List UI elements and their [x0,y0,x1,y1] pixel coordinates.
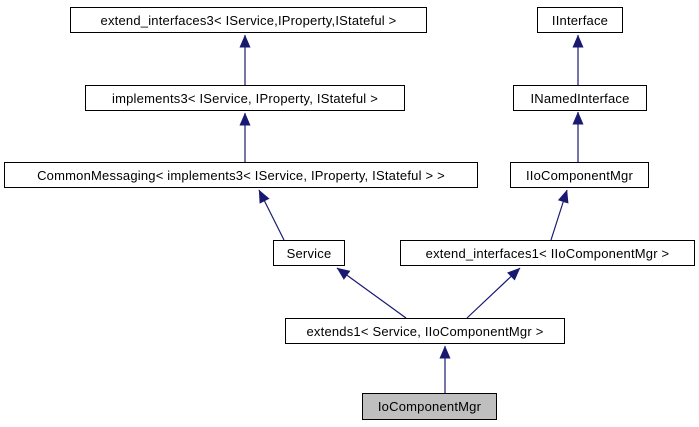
node-iiocomponentmgr[interactable]: IIoComponentMgr [510,162,649,188]
node-inamedinterface[interactable]: INamedInterface [513,85,647,111]
edge-service-to-commonmessaging [258,189,285,241]
node-implements3[interactable]: implements3< IService, IProperty, IState… [85,85,405,111]
node-commonmessaging[interactable]: CommonMessaging< implements3< IService, … [4,162,478,188]
node-service[interactable]: Service [273,240,345,266]
node-iocomponentmgr-current[interactable]: IoComponentMgr [362,393,497,420]
edge-extends1-to-extend_interfaces1 [466,267,521,319]
node-extend_interfaces3[interactable]: extend_interfaces3< IService,IProperty,I… [70,7,427,33]
node-extends1[interactable]: extends1< Service, IIoComponentMgr > [285,318,565,344]
edge-extend_interfaces1-to-iiocomponentmgr [550,189,569,241]
edge-extends1-to-service [336,267,407,319]
node-iinterface[interactable]: IInterface [537,7,623,33]
node-extend_interfaces1[interactable]: extend_interfaces1< IIoComponentMgr > [400,240,695,266]
